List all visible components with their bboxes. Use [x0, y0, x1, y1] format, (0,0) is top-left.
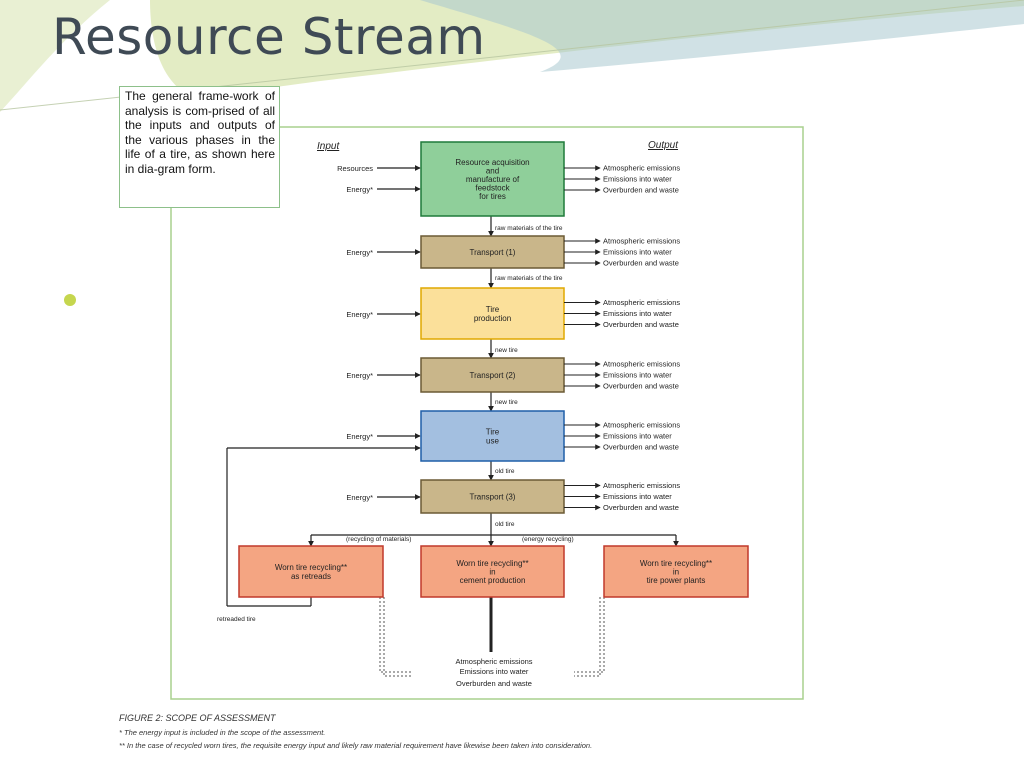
flow-label-raw-materials-2: raw materials of the tire — [495, 275, 563, 282]
slide-title: Resource Stream — [52, 8, 486, 66]
input-resources-label: Resources — [337, 164, 373, 173]
box-tire-use-label-2: use — [486, 436, 499, 445]
box-transport-3-label-1: Transport (3) — [470, 493, 516, 502]
box-transport-3-output-2: Emissions into water — [603, 492, 672, 501]
flow-label-new-tire-1: new tire — [495, 347, 518, 354]
flow-label-new-tire-2: new tire — [495, 399, 518, 406]
box-transport-2-output-1: Atmospheric emissions — [603, 360, 680, 369]
output-header: Output — [648, 140, 679, 151]
final-outputs: Atmospheric emissions Emissions into wat… — [455, 657, 532, 688]
input-energy-3-label: Energy* — [346, 310, 373, 319]
background-swoosh-left — [0, 0, 110, 112]
box-recycling-power-label-3: tire power plants — [647, 576, 706, 585]
box-transport-1 — [420, 235, 565, 269]
bullet-point — [64, 294, 76, 306]
box-tire-production-label-2: production — [474, 314, 511, 323]
box-tire-use-label-1: Tire — [486, 428, 500, 437]
figure-title: FIGURE 2: SCOPE OF ASSESSMENT — [119, 713, 276, 723]
box-transport-1-output-1: Atmospheric emissions — [603, 237, 680, 246]
box-recycling-cement-label-3: cement production — [460, 576, 526, 585]
box-resource-acquisition-label-2: and — [486, 166, 499, 175]
box-resource-acquisition-label-4: feedstock — [475, 184, 510, 193]
box-transport-3 — [420, 479, 565, 514]
footnote-recycling: ** In the case of recycled worn tires, t… — [119, 741, 593, 750]
flow-connectors — [226, 216, 679, 652]
box-transport-2-label-1: Transport (2) — [470, 371, 516, 380]
input-energy-5-label: Energy* — [346, 432, 373, 441]
final-output-atmospheric: Atmospheric emissions — [455, 657, 532, 666]
box-recycling-power-label-1: Worn tire recycling** — [640, 559, 712, 568]
input-energy-1-label: Energy* — [346, 185, 373, 194]
box-tire-use — [420, 410, 565, 462]
box-transport-1-label-1: Transport (1) — [470, 248, 516, 257]
box-resource-acquisition-output-1: Atmospheric emissions — [603, 164, 680, 173]
box-tire-production-label-1: Tire — [486, 305, 500, 314]
box-recycling-power — [603, 545, 749, 598]
box-resource-acquisition-output-3: Overburden and waste — [603, 186, 679, 195]
box-transport-3-output-1: Atmospheric emissions — [603, 481, 680, 490]
box-resource-acquisition-label-3: manufacture of — [466, 175, 520, 184]
box-recycling-retreads — [238, 545, 384, 598]
box-resource-acquisition-output-2: Emissions into water — [603, 175, 672, 184]
box-recycling-cement — [420, 545, 565, 598]
final-output-water: Emissions into water — [460, 667, 529, 676]
box-transport-2-output-2: Emissions into water — [603, 371, 672, 380]
box-transport-1-output-3: Overburden and waste — [603, 259, 679, 268]
figure-caption: FIGURE 2: SCOPE OF ASSESSMENT * The ener… — [119, 713, 859, 750]
box-recycling-cement-label-2: in — [489, 568, 495, 577]
input-energy-4-label: Energy* — [346, 371, 373, 380]
box-recycling-cement-label-1: Worn tire recycling** — [456, 559, 528, 568]
box-tire-use-output-3: Overburden and waste — [603, 443, 679, 452]
box-tire-production-output-2: Emissions into water — [603, 309, 672, 318]
flow-label-old-tire-2: old tire — [495, 521, 515, 528]
box-recycling-power-label-2: in — [673, 568, 679, 577]
flow-label-recycling-materials: (recycling of materials) — [346, 536, 411, 543]
input-energy-2-label: Energy* — [346, 248, 373, 257]
input-header: Input — [317, 141, 340, 152]
input-energy-6-label: Energy* — [346, 493, 373, 502]
flow-label-energy-recycling: (energy recycling) — [522, 536, 574, 543]
diagram-frame — [170, 126, 804, 700]
flow-label-old-tire-1: old tire — [495, 468, 515, 475]
box-resource-acquisition-label-5: for tires — [479, 192, 506, 201]
final-output-waste: Overburden and waste — [456, 679, 532, 688]
box-recycling-retreads-label-2: as retreads — [291, 572, 331, 581]
box-tire-production-output-3: Overburden and waste — [603, 320, 679, 329]
box-tire-use-output-2: Emissions into water — [603, 432, 672, 441]
box-resource-acquisition-label-1: Resource acquisition — [455, 158, 529, 167]
box-transport-3-output-3: Overburden and waste — [603, 503, 679, 512]
footnote-energy: * The energy input is included in the sc… — [119, 728, 326, 737]
box-transport-2-output-3: Overburden and waste — [603, 382, 679, 391]
background-swoosh-blue — [420, 0, 1024, 72]
box-transport-1-output-2: Emissions into water — [603, 248, 672, 257]
box-tire-production-output-1: Atmospheric emissions — [603, 298, 680, 307]
flow-label-raw-materials-1: raw materials of the tire — [495, 225, 563, 232]
flow-label-retreaded-tire: retreaded tire — [217, 616, 256, 623]
dotted-waste-lines — [379, 597, 605, 677]
box-tire-production — [420, 287, 565, 340]
box-resource-acquisition — [420, 141, 565, 217]
box-tire-use-output-1: Atmospheric emissions — [603, 421, 680, 430]
box-recycling-retreads-label-1: Worn tire recycling** — [275, 563, 347, 572]
callout-text: The general frame-work of analysis is co… — [119, 86, 280, 208]
